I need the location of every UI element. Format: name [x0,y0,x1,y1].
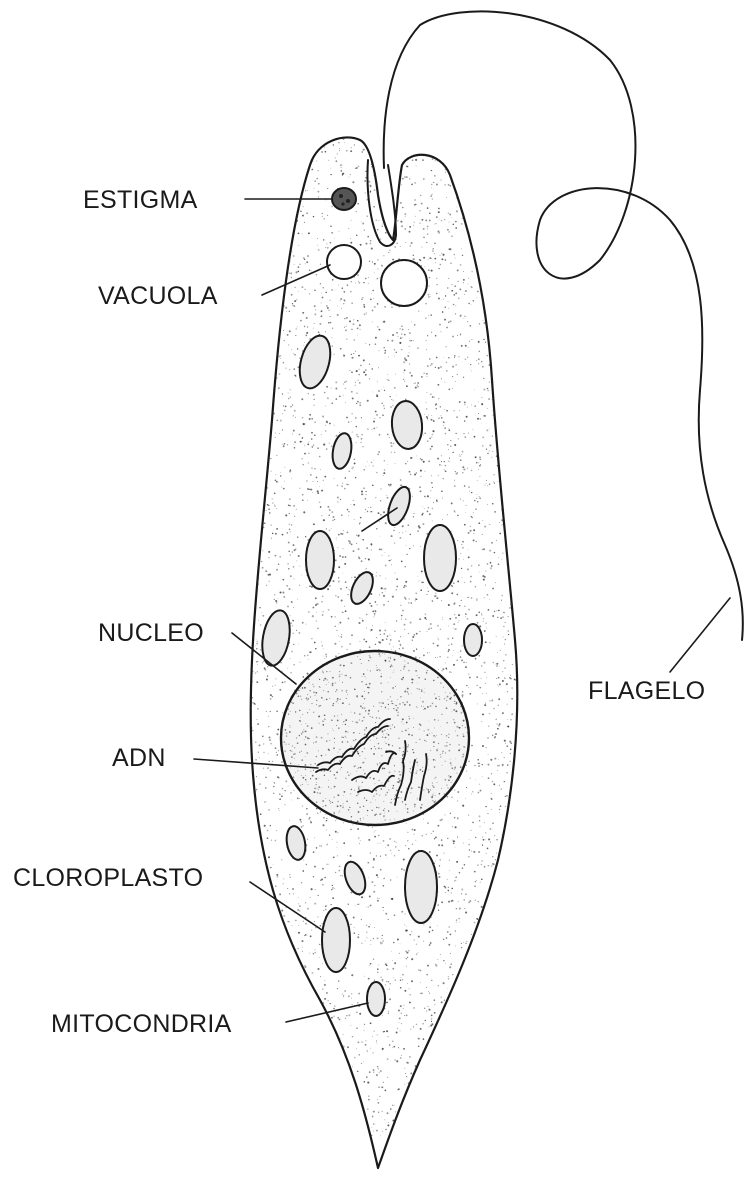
stigma [332,188,356,210]
vacuole [381,260,427,306]
vacuole [327,245,361,279]
chloroplast [464,624,482,656]
leader-mitocondria [286,1003,368,1022]
leader-flagelo [670,598,730,672]
label-mitocondria: MITOCONDRIA [51,1010,232,1038]
chloroplast [322,908,350,972]
label-vacuola: VACUOLA [98,282,218,310]
leader-lines [194,199,730,1022]
mitochondrion [367,982,385,1016]
chloroplast [341,859,370,897]
label-adn: ADN [112,744,166,772]
label-flagelo: FLAGELO [588,677,705,705]
chloroplast [330,432,354,471]
chloroplast [405,851,437,923]
label-cloroplasto: CLOROPLASTO [13,864,203,892]
chloroplast [294,332,335,391]
leader-cloroplasto [250,882,325,932]
chloroplast [306,531,334,589]
reservoir [368,160,397,246]
chloroplast [284,825,308,862]
chloroplast [390,400,424,450]
label-nucleo: NUCLEO [98,619,204,647]
chloroplast [424,525,456,591]
leader-vacuola [262,265,330,295]
chloroplast [384,484,415,528]
label-estigma: ESTIGMA [83,186,198,214]
